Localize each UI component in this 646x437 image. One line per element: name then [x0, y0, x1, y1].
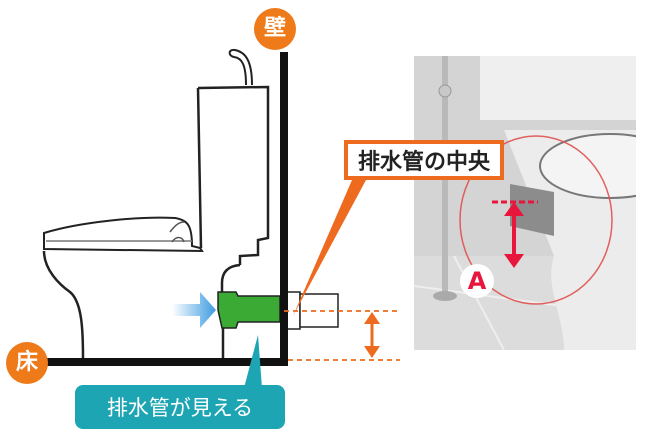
- floor-badge: 床: [6, 342, 48, 384]
- height-dimension-arrow-icon: [364, 312, 380, 358]
- drain-pipe-center-callout: 排水管の中央: [344, 140, 505, 180]
- marker-a-badge: A: [460, 264, 494, 298]
- floor-line: [42, 358, 288, 366]
- flow-arrow-icon: [172, 292, 216, 328]
- drain-pipe-visible-label: 排水管が見える: [106, 396, 254, 420]
- drain-pipe-center-label: 排水管の中央: [358, 150, 491, 175]
- faucet-icon: [228, 48, 253, 86]
- wall-badge: 壁: [254, 8, 296, 50]
- toilet-seat-icon: [43, 216, 204, 253]
- toilet-tank-icon: [196, 85, 270, 265]
- drain-pipe-icon: [217, 291, 281, 329]
- toilet-bowl-icon: [42, 250, 241, 359]
- toilet-photo: [414, 56, 636, 350]
- drain-pipe-visible-callout: 排水管が見える: [75, 385, 285, 429]
- wall-line: [280, 52, 288, 366]
- callout-center-pointer: [293, 180, 366, 316]
- callout-visible-pointer: [244, 335, 262, 388]
- toilet-photo-rendering: [414, 56, 636, 350]
